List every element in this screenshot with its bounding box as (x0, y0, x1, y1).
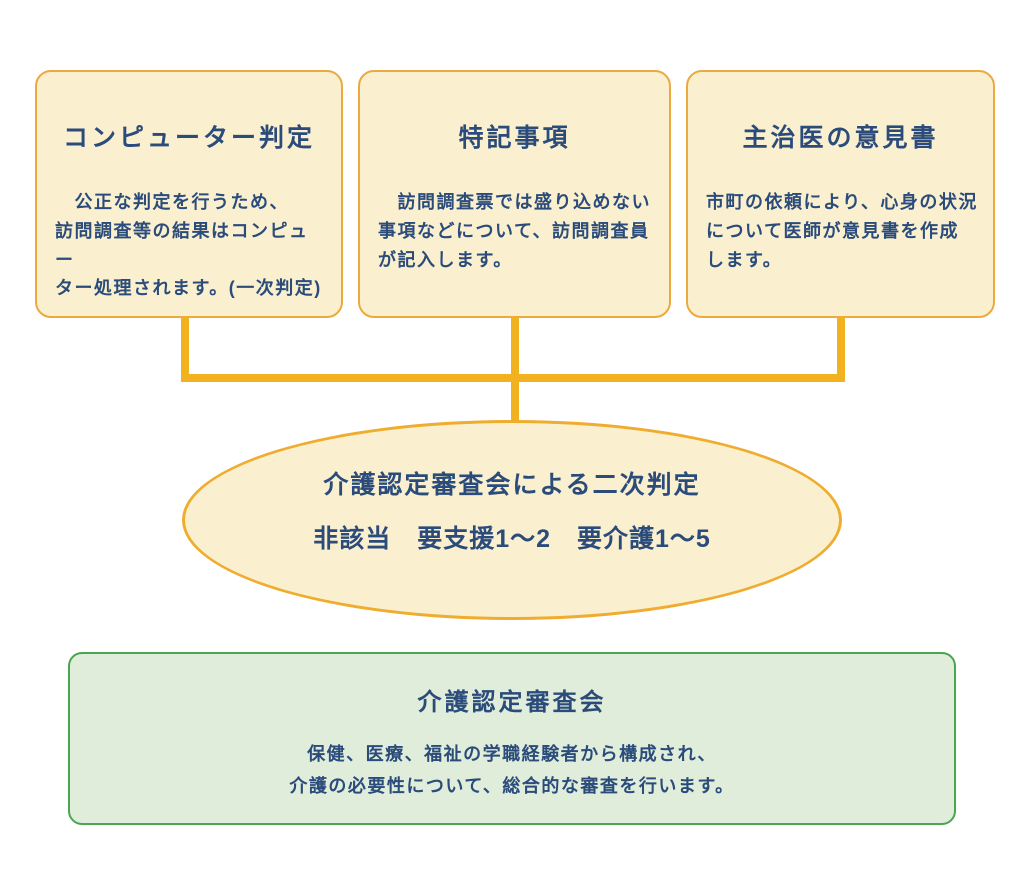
physician-opinion-box: 主治医の意見書 市町の依頼により、心身の状況 について医師が意見書を作成 します… (686, 70, 995, 318)
connector-vertical-left (181, 317, 189, 378)
secondary-judgment-result-levels: 非該当 要支援1〜2 要介護1〜5 (313, 525, 711, 553)
certification-committee-description: 保健、医療、福祉の学職経験者から構成され、 介護の必要性について、総合的な審査を… (289, 744, 735, 796)
computer-judgment-description: 公正な判定を行うため、 訪問調査等の結果はコンピュー ター処理されます。(一次判… (55, 192, 322, 299)
physician-opinion-title: 主治医の意見書 (742, 124, 939, 152)
connector-horizontal-bar (181, 374, 845, 382)
secondary-judgment-text-group: 介護認定審査会による二次判定 非該当 要支援1〜2 要介護1〜5 (313, 465, 711, 555)
computer-judgment-title: コンピューター判定 (62, 124, 315, 152)
connector-vertical-right (837, 317, 845, 378)
certification-committee-box: 介護認定審査会 保健、医療、福祉の学職経験者から構成され、 介護の必要性について… (68, 652, 956, 825)
special-notes-box: 特記事項 訪問調査票では盛り込めない 事項などについて、訪問調査員 が記入します… (358, 70, 671, 318)
special-notes-title: 特記事項 (458, 124, 571, 152)
connector-vertical-center (511, 317, 519, 424)
secondary-judgment-ellipse: 介護認定審査会による二次判定 非該当 要支援1〜2 要介護1〜5 (182, 420, 842, 620)
computer-judgment-box: コンピューター判定 公正な判定を行うため、 訪問調査等の結果はコンピュー ター処… (35, 70, 343, 318)
certification-committee-title: 介護認定審査会 (417, 689, 607, 716)
secondary-judgment-title: 介護認定審査会による二次判定 (323, 471, 701, 499)
special-notes-description: 訪問調査票では盛り込めない 事項などについて、訪問調査員 が記入します。 (378, 192, 651, 270)
physician-opinion-description: 市町の依頼により、心身の状況 について医師が意見書を作成 します。 (706, 192, 978, 270)
